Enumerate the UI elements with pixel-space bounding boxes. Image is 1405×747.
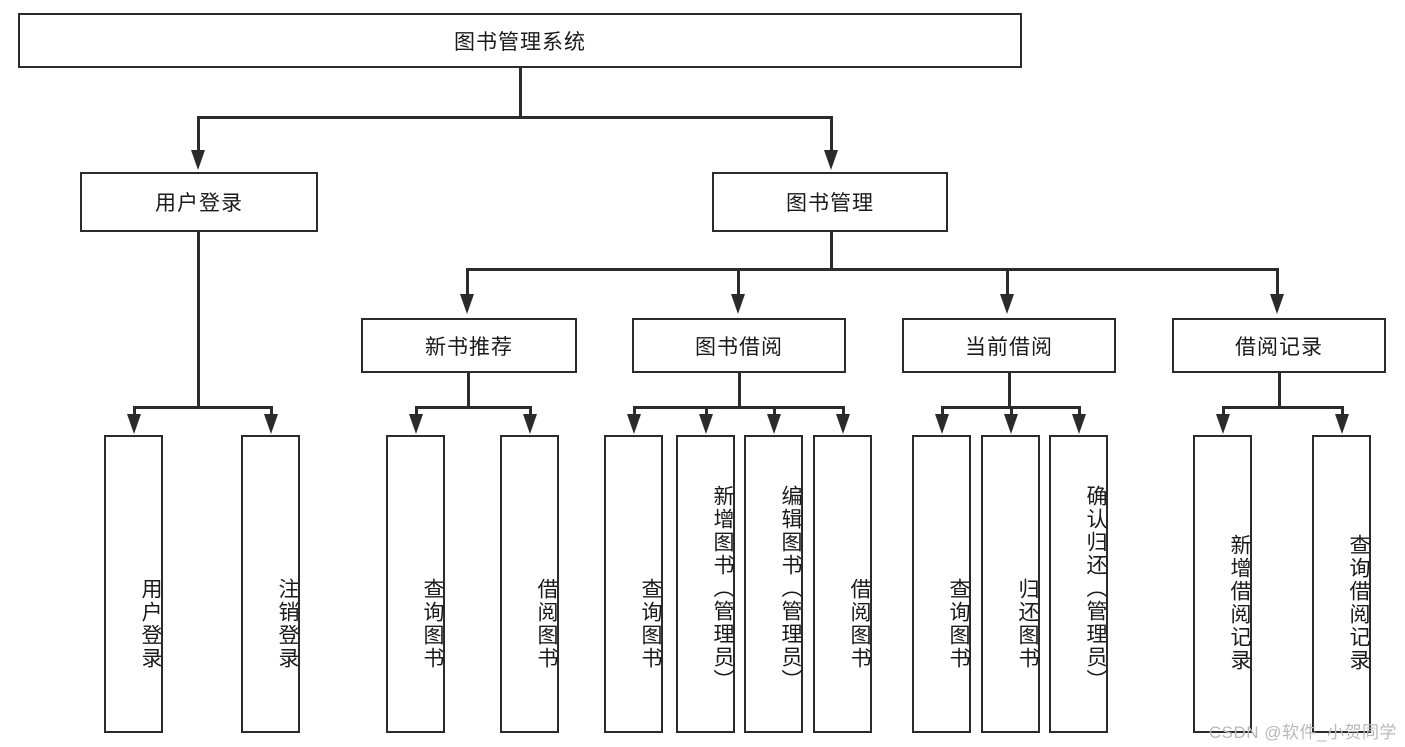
arrowhead-to-leaf-query-book-1 xyxy=(409,414,423,434)
arrowhead-to-leaf-confirm-return xyxy=(1072,414,1086,434)
arrowhead-to-book-borrow xyxy=(731,294,745,314)
node-user-login[interactable]: 用户登录 xyxy=(80,172,318,232)
arrowhead-to-new-book-recommend xyxy=(460,294,474,314)
connector-bb-drop-3 xyxy=(773,406,776,418)
node-borrow-record-label: 借阅记录 xyxy=(1235,335,1323,359)
connector-br-drop-1 xyxy=(1222,406,1225,418)
connector-level2-drop-3 xyxy=(1006,268,1009,296)
arrowhead-to-user-login xyxy=(191,150,205,170)
arrowhead-to-leaf-return-book xyxy=(1004,414,1018,434)
node-new-book-recommend-label: 新书推荐 xyxy=(425,335,513,359)
node-leaf-user-login[interactable]: 用户登录 xyxy=(104,435,163,733)
node-leaf-user-login-label: 用户登录 xyxy=(139,578,162,670)
node-leaf-query-book-3[interactable]: 查询图书 xyxy=(912,435,971,733)
node-book-manage[interactable]: 图书管理 xyxy=(712,172,948,232)
node-leaf-add-record-label: 新增借阅记录 xyxy=(1228,534,1251,672)
connector-bb-drop-4 xyxy=(842,406,845,418)
node-leaf-confirm-return[interactable]: 确认归还（管理员） xyxy=(1049,435,1108,733)
connector-user-login-bus xyxy=(133,406,272,409)
node-leaf-add-record[interactable]: 新增借阅记录 xyxy=(1193,435,1252,733)
arrowhead-to-leaf-query-record xyxy=(1335,414,1349,434)
connector-level1-bus xyxy=(197,116,833,119)
node-leaf-return-book[interactable]: 归还图书 xyxy=(981,435,1040,733)
node-book-borrow-label: 图书借阅 xyxy=(695,335,783,359)
node-root-label: 图书管理系统 xyxy=(454,30,586,54)
arrowhead-to-leaf-logout-login xyxy=(264,414,278,434)
arrowhead-to-leaf-add-record xyxy=(1216,414,1230,434)
arrowhead-to-leaf-query-book-3 xyxy=(935,414,949,434)
connector-level2-bus xyxy=(466,268,1278,271)
node-leaf-query-record-label: 查询借阅记录 xyxy=(1347,534,1370,672)
connector-book-borrow-stem xyxy=(738,373,741,408)
connector-current-borrow-stem xyxy=(1008,373,1011,408)
node-leaf-query-book-3-label: 查询图书 xyxy=(947,578,970,670)
connector-level2-drop-1 xyxy=(466,268,469,296)
node-borrow-record[interactable]: 借阅记录 xyxy=(1172,318,1386,373)
connector-cb-drop-2 xyxy=(1010,406,1013,418)
arrowhead-to-leaf-edit-book xyxy=(767,414,781,434)
arrowhead-to-book-manage xyxy=(824,150,838,170)
node-root[interactable]: 图书管理系统 xyxy=(18,13,1022,68)
connector-borrow-record-bus xyxy=(1222,406,1343,409)
node-leaf-query-book-2-label: 查询图书 xyxy=(639,578,662,670)
node-current-borrow-label: 当前借阅 xyxy=(965,335,1053,359)
connector-new-book-recommend-bus xyxy=(415,406,531,409)
node-book-borrow[interactable]: 图书借阅 xyxy=(632,318,846,373)
connector-cb-drop-3 xyxy=(1078,406,1081,418)
node-leaf-logout-login[interactable]: 注销登录 xyxy=(241,435,300,733)
node-current-borrow[interactable]: 当前借阅 xyxy=(902,318,1116,373)
node-leaf-add-book[interactable]: 新增图书（管理员） xyxy=(676,435,735,733)
connector-bb-drop-1 xyxy=(633,406,636,418)
node-leaf-edit-book-label: 编辑图书（管理员） xyxy=(779,484,802,692)
arrowhead-to-leaf-borrow-book-1 xyxy=(523,414,537,434)
arrowhead-to-leaf-add-book xyxy=(699,414,713,434)
connector-book-manage-stem xyxy=(830,232,833,270)
connector-level2-drop-4 xyxy=(1276,268,1279,296)
node-leaf-return-book-label: 归还图书 xyxy=(1016,578,1039,670)
node-new-book-recommend[interactable]: 新书推荐 xyxy=(361,318,577,373)
node-leaf-query-book-2[interactable]: 查询图书 xyxy=(604,435,663,733)
connector-user-login-stem xyxy=(197,232,200,408)
connector-bb-drop-2 xyxy=(705,406,708,418)
watermark-text: CSDN @软件_小贺同学 xyxy=(1208,723,1397,742)
connector-level1-right-drop xyxy=(830,116,833,152)
node-leaf-borrow-book-1[interactable]: 借阅图书 xyxy=(500,435,559,733)
node-leaf-borrow-book-2-label: 借阅图书 xyxy=(848,578,871,670)
arrowhead-to-leaf-query-book-2 xyxy=(627,414,641,434)
connector-nbr-drop-1 xyxy=(415,406,418,418)
node-leaf-add-book-label: 新增图书（管理员） xyxy=(711,484,734,692)
node-leaf-query-record[interactable]: 查询借阅记录 xyxy=(1312,435,1371,733)
arrowhead-to-current-borrow xyxy=(1000,294,1014,314)
connector-nbr-drop-2 xyxy=(529,406,532,418)
node-leaf-query-book-1-label: 查询图书 xyxy=(421,578,444,670)
arrowhead-to-leaf-borrow-book-2 xyxy=(836,414,850,434)
connector-user-login-leaf2-drop xyxy=(270,406,273,418)
connector-user-login-leaf1-drop xyxy=(133,406,136,418)
node-book-manage-label: 图书管理 xyxy=(786,192,874,215)
connector-level1-left-drop xyxy=(197,116,200,152)
connector-cb-drop-1 xyxy=(941,406,944,418)
connector-br-drop-2 xyxy=(1341,406,1344,418)
node-leaf-borrow-book-1-label: 借阅图书 xyxy=(535,578,558,670)
arrowhead-to-borrow-record xyxy=(1270,294,1284,314)
node-leaf-confirm-return-label: 确认归还（管理员） xyxy=(1084,484,1107,692)
connector-root-stem xyxy=(519,68,522,118)
arrowhead-to-leaf-user-login xyxy=(127,414,141,434)
node-leaf-query-book-1[interactable]: 查询图书 xyxy=(386,435,445,733)
node-leaf-borrow-book-2[interactable]: 借阅图书 xyxy=(813,435,872,733)
connector-new-book-recommend-stem xyxy=(467,373,470,408)
connector-level2-drop-2 xyxy=(737,268,740,296)
connector-borrow-record-stem xyxy=(1278,373,1281,408)
node-leaf-logout-login-label: 注销登录 xyxy=(276,578,299,670)
node-user-login-label: 用户登录 xyxy=(155,192,243,215)
node-leaf-edit-book[interactable]: 编辑图书（管理员） xyxy=(744,435,803,733)
connector-book-borrow-bus xyxy=(633,406,844,409)
